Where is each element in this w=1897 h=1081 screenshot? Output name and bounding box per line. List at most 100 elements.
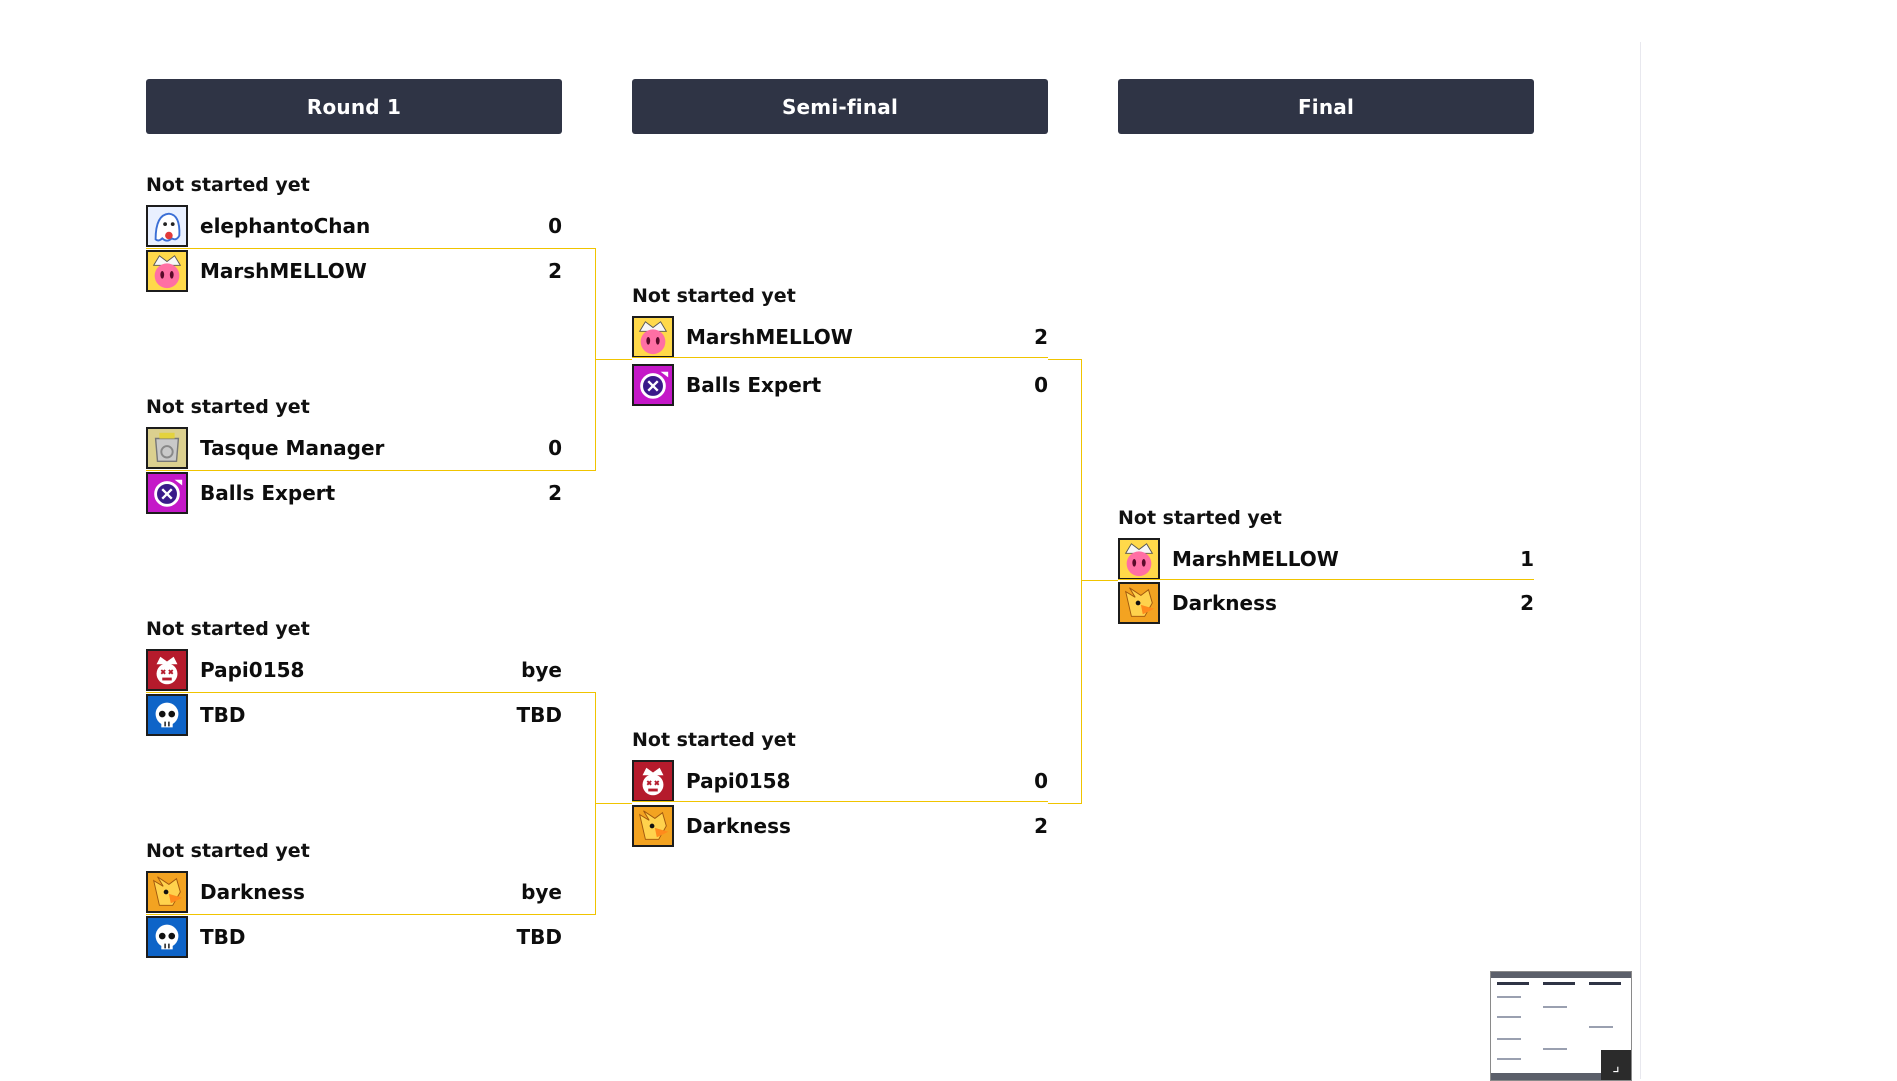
bracket-connector: [595, 359, 632, 360]
team-row[interactable]: Papi0158 bye: [146, 648, 562, 692]
bracket-connector: [562, 248, 596, 249]
team-name: MarshMELLOW: [200, 259, 367, 283]
minimap-bottom-bar: [1491, 1073, 1631, 1080]
team-divider: [632, 801, 1048, 802]
panel-divider: [1640, 42, 1641, 1079]
team-name: Papi0158: [200, 658, 305, 682]
tasque-icon: [146, 427, 188, 469]
team-row[interactable]: Papi0158 0: [632, 759, 1048, 803]
match-round1-4[interactable]: Not started yet Darkness bye TBD TBD: [146, 840, 562, 960]
bird-icon: [1118, 582, 1160, 624]
team-row[interactable]: TBD TBD: [146, 693, 562, 737]
bracket-connector: [1048, 359, 1082, 360]
team-score: 1: [1520, 547, 1534, 571]
papi-icon: [146, 649, 188, 691]
team-name: Darkness: [1172, 591, 1277, 615]
team-divider: [632, 357, 1048, 358]
team-name: MarshMELLOW: [686, 325, 853, 349]
team-name: TBD: [200, 925, 246, 949]
minimap-match: [1497, 996, 1521, 998]
match-round1-1[interactable]: Not started yet elephantoChan 0 MarshMEL…: [146, 174, 562, 294]
team-score: 2: [1034, 325, 1048, 349]
round-header-round-1: Round 1: [146, 79, 562, 134]
team-score: bye: [521, 880, 562, 904]
pig-icon: [146, 250, 188, 292]
team-score: 2: [548, 481, 562, 505]
match-status: Not started yet: [146, 840, 310, 862]
team-name: Darkness: [686, 814, 791, 838]
team-row[interactable]: MarshMELLOW 2: [632, 315, 1048, 359]
minimap-round-header: [1589, 982, 1621, 985]
match-semi-final-2[interactable]: Not started yet Papi0158 0 Darkness 2: [632, 729, 1048, 849]
team-score: TBD: [516, 925, 563, 949]
team-name: MarshMELLOW: [1172, 547, 1339, 571]
pig-icon: [1118, 538, 1160, 580]
bracket-connector: [562, 470, 596, 471]
team-divider: [146, 692, 562, 693]
bird-icon: [632, 805, 674, 847]
ghost-icon: [146, 205, 188, 247]
team-row[interactable]: Balls Expert 2: [146, 471, 562, 515]
team-name: Darkness: [200, 880, 305, 904]
match-status: Not started yet: [632, 285, 796, 307]
team-divider: [1118, 579, 1534, 580]
bracket-connector: [1048, 803, 1082, 804]
match-round1-3[interactable]: Not started yet Papi0158 bye TBD TBD: [146, 618, 562, 738]
minimap-round-header: [1543, 982, 1575, 985]
match-final[interactable]: Not started yet MarshMELLOW 1 Darkness 2: [1118, 507, 1534, 627]
team-row[interactable]: Balls Expert 0: [632, 363, 1048, 407]
team-row[interactable]: Darkness 2: [632, 804, 1048, 848]
minimap-top-bar: [1491, 972, 1631, 978]
skull-icon: [146, 694, 188, 736]
team-score: 0: [548, 436, 562, 460]
match-semi-final-1[interactable]: Not started yet MarshMELLOW 2 Balls Expe…: [632, 285, 1048, 407]
team-name: Balls Expert: [686, 373, 822, 397]
team-row[interactable]: TBD TBD: [146, 915, 562, 959]
team-score: 0: [1034, 769, 1048, 793]
minimap-match: [1497, 1016, 1521, 1018]
match-status: Not started yet: [632, 729, 796, 751]
team-divider: [146, 914, 562, 915]
minimap-match: [1543, 1048, 1567, 1050]
minimap-match: [1589, 1026, 1613, 1028]
team-row[interactable]: Darkness bye: [146, 870, 562, 914]
bracket-connector: [562, 914, 596, 915]
minimap-match: [1543, 1006, 1567, 1008]
balls-icon: [146, 472, 188, 514]
pig-icon: [632, 316, 674, 358]
bracket-connector: [595, 803, 632, 804]
team-name: elephantoChan: [200, 214, 371, 238]
team-row[interactable]: MarshMELLOW 1: [1118, 537, 1534, 581]
skull-icon: [146, 916, 188, 958]
resize-icon[interactable]: ⌟: [1601, 1050, 1631, 1080]
team-row[interactable]: Darkness 2: [1118, 581, 1534, 625]
team-score: 0: [1034, 373, 1048, 397]
team-name: Papi0158: [686, 769, 791, 793]
papi-icon: [632, 760, 674, 802]
match-status: Not started yet: [146, 174, 310, 196]
minimap-match: [1497, 1038, 1521, 1040]
match-status: Not started yet: [146, 396, 310, 418]
team-row[interactable]: Tasque Manager 0: [146, 426, 562, 470]
team-score: 2: [548, 259, 562, 283]
bird-icon: [146, 871, 188, 913]
balls-icon: [632, 364, 674, 406]
team-name: Balls Expert: [200, 481, 336, 505]
team-name: TBD: [200, 703, 246, 727]
team-name: Tasque Manager: [200, 436, 385, 460]
round-header-semi-final: Semi-final: [632, 79, 1048, 134]
match-status: Not started yet: [146, 618, 310, 640]
team-score: 2: [1034, 814, 1048, 838]
minimap-match: [1497, 1058, 1521, 1060]
match-round1-2[interactable]: Not started yet Tasque Manager 0 Balls E…: [146, 396, 562, 516]
match-status: Not started yet: [1118, 507, 1282, 529]
round-header-final: Final: [1118, 79, 1534, 134]
team-divider: [146, 248, 562, 249]
team-divider: [146, 470, 562, 471]
team-row[interactable]: elephantoChan 0: [146, 204, 562, 248]
bracket-minimap[interactable]: ⌟: [1490, 971, 1632, 1081]
bracket-connector: [562, 692, 596, 693]
team-score: bye: [521, 658, 562, 682]
team-row[interactable]: MarshMELLOW 2: [146, 249, 562, 293]
